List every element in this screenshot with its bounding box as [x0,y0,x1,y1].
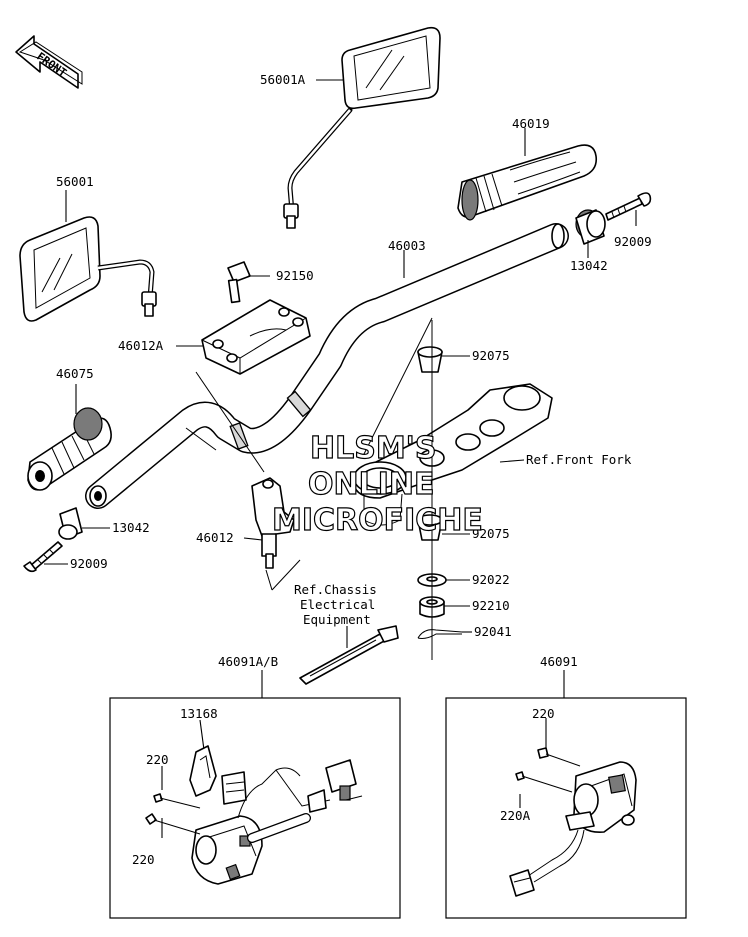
bar-end-bolt-top-part [605,192,652,221]
label-56001: 56001 [56,174,94,189]
upper-holder-46012A-part [201,299,311,375]
label-92210: 92210 [472,598,510,613]
watermark-line3: MICROFICHE [272,503,483,538]
label-56001A: 56001A [260,72,306,87]
watermark-line2: ONLINE [308,467,435,502]
switch-screw-220-right-part [537,747,581,767]
label-46091: 46091 [540,654,578,669]
label-13042-top: 13042 [570,258,608,273]
label-92075-bottom: 92075 [472,526,510,541]
cotter-pin-92041-part [417,629,463,639]
label-46075: 46075 [56,366,94,381]
label-46012A: 46012A [118,338,164,353]
switch-box-left-frame [109,697,401,919]
lower-holder-46012-part [251,477,295,591]
mirror-left-part [19,216,157,322]
left-grip-part [27,407,112,491]
label-220A: 220A [500,808,531,823]
rubber-damper-top-part [417,346,443,373]
holder-bolt-92150-part [227,261,251,304]
bar-end-weight-left-part [58,507,83,540]
label-46003: 46003 [388,238,426,253]
label-13042-left: 13042 [112,520,150,535]
label-ref-chassis-line3: Equipment [303,612,371,627]
front-arrow-icon: FRONT [15,35,83,89]
watermark: HLSM'S ONLINE MICROFICHE [271,430,483,538]
right-handlebar-switch-part [509,761,637,897]
mirror-right-part [283,26,441,229]
label-ref-front-fork: Ref.Front Fork [526,452,632,467]
label-46091AB: 46091A/B [218,654,278,669]
bar-end-bolt-left-part [23,541,63,573]
label-92075-top: 92075 [472,348,510,363]
label-46019: 46019 [512,116,550,131]
cable-tie-part [299,625,399,685]
label-ref-chassis-line2: Electrical [300,597,375,612]
rubber-damper-bottom-part [417,514,443,541]
left-handlebar-switch-part [189,745,363,885]
label-92009-left: 92009 [70,556,108,571]
label-92022: 92022 [472,572,510,587]
watermark-line1: HLSM'S [310,431,436,466]
label-220-a: 220 [146,752,169,767]
switch-screw-220-b-part [145,813,201,835]
label-220-b: 220 [132,852,155,867]
label-46012: 46012 [196,530,234,545]
label-92150: 92150 [276,268,314,283]
label-92009-top: 92009 [614,234,652,249]
label-92041: 92041 [474,624,512,639]
leader-lines [44,79,637,838]
switch-screw-220-a-part [153,793,201,809]
handlebar-part [85,223,569,509]
switch-box-right-frame [445,697,687,919]
label-220-right: 220 [532,706,555,721]
bar-end-weight-top-part [575,209,606,245]
label-ref-chassis-line1: Ref.Chassis [294,582,377,597]
fork-bracket-part [353,383,553,526]
switch-screw-220A-part [515,771,573,793]
throttle-grip-part [457,144,598,221]
label-13168: 13168 [180,706,218,721]
